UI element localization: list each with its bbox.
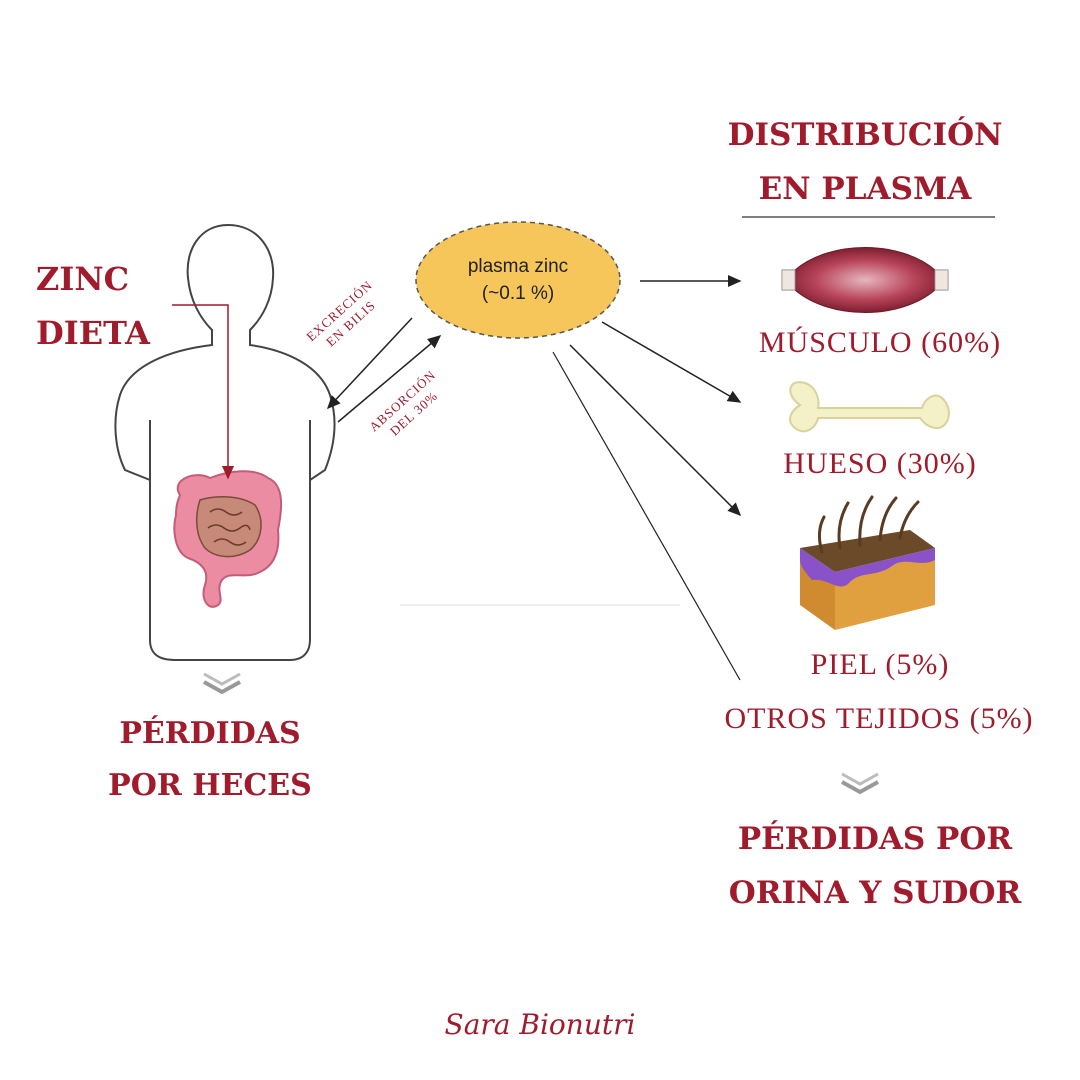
zinc-dieta-line1: ZINC: [36, 260, 130, 298]
skin-icon: [800, 495, 935, 630]
excrecion-arrow: [326, 317, 413, 410]
bone-icon: [789, 381, 950, 433]
otros-tejidos-label: OTROS TEJIDOS (5%): [724, 702, 1034, 735]
distribucion-heading: DISTRIBUCIÓN EN PLASMA: [727, 117, 1003, 207]
absorcion-arrow: [337, 335, 442, 423]
hueso-label: HUESO (30%): [783, 447, 977, 480]
signature: Sara Bionutri: [444, 1008, 636, 1041]
muscle-icon: [781, 247, 949, 313]
dieta-arrow: [172, 304, 234, 480]
musculo-label: MÚSCULO (60%): [758, 326, 1002, 359]
arrow-hueso: [601, 321, 742, 403]
perdidas-heces-label: PÉRDIDAS POR HECES: [108, 716, 312, 803]
chevron-down-icon: [203, 680, 241, 695]
piel-label: PIEL (5%): [810, 648, 950, 681]
zinc-dieta-label: ZINC DIETA: [36, 252, 150, 360]
chevron-down-icon: [841, 780, 879, 795]
intestines-illustration: [173, 470, 283, 608]
human-body-outline: [114, 223, 336, 661]
perdidas-orina-label: PÉRDIDAS POR ORINA Y SUDOR: [728, 821, 1022, 911]
plasma-zinc-ellipse: [415, 221, 621, 339]
arrow-piel: [569, 344, 742, 517]
plasma-zinc-label: plasma zinc (~0.1 %): [467, 256, 569, 304]
line-otros: [552, 351, 741, 681]
zinc-dieta-line2: DIETA: [36, 314, 150, 352]
